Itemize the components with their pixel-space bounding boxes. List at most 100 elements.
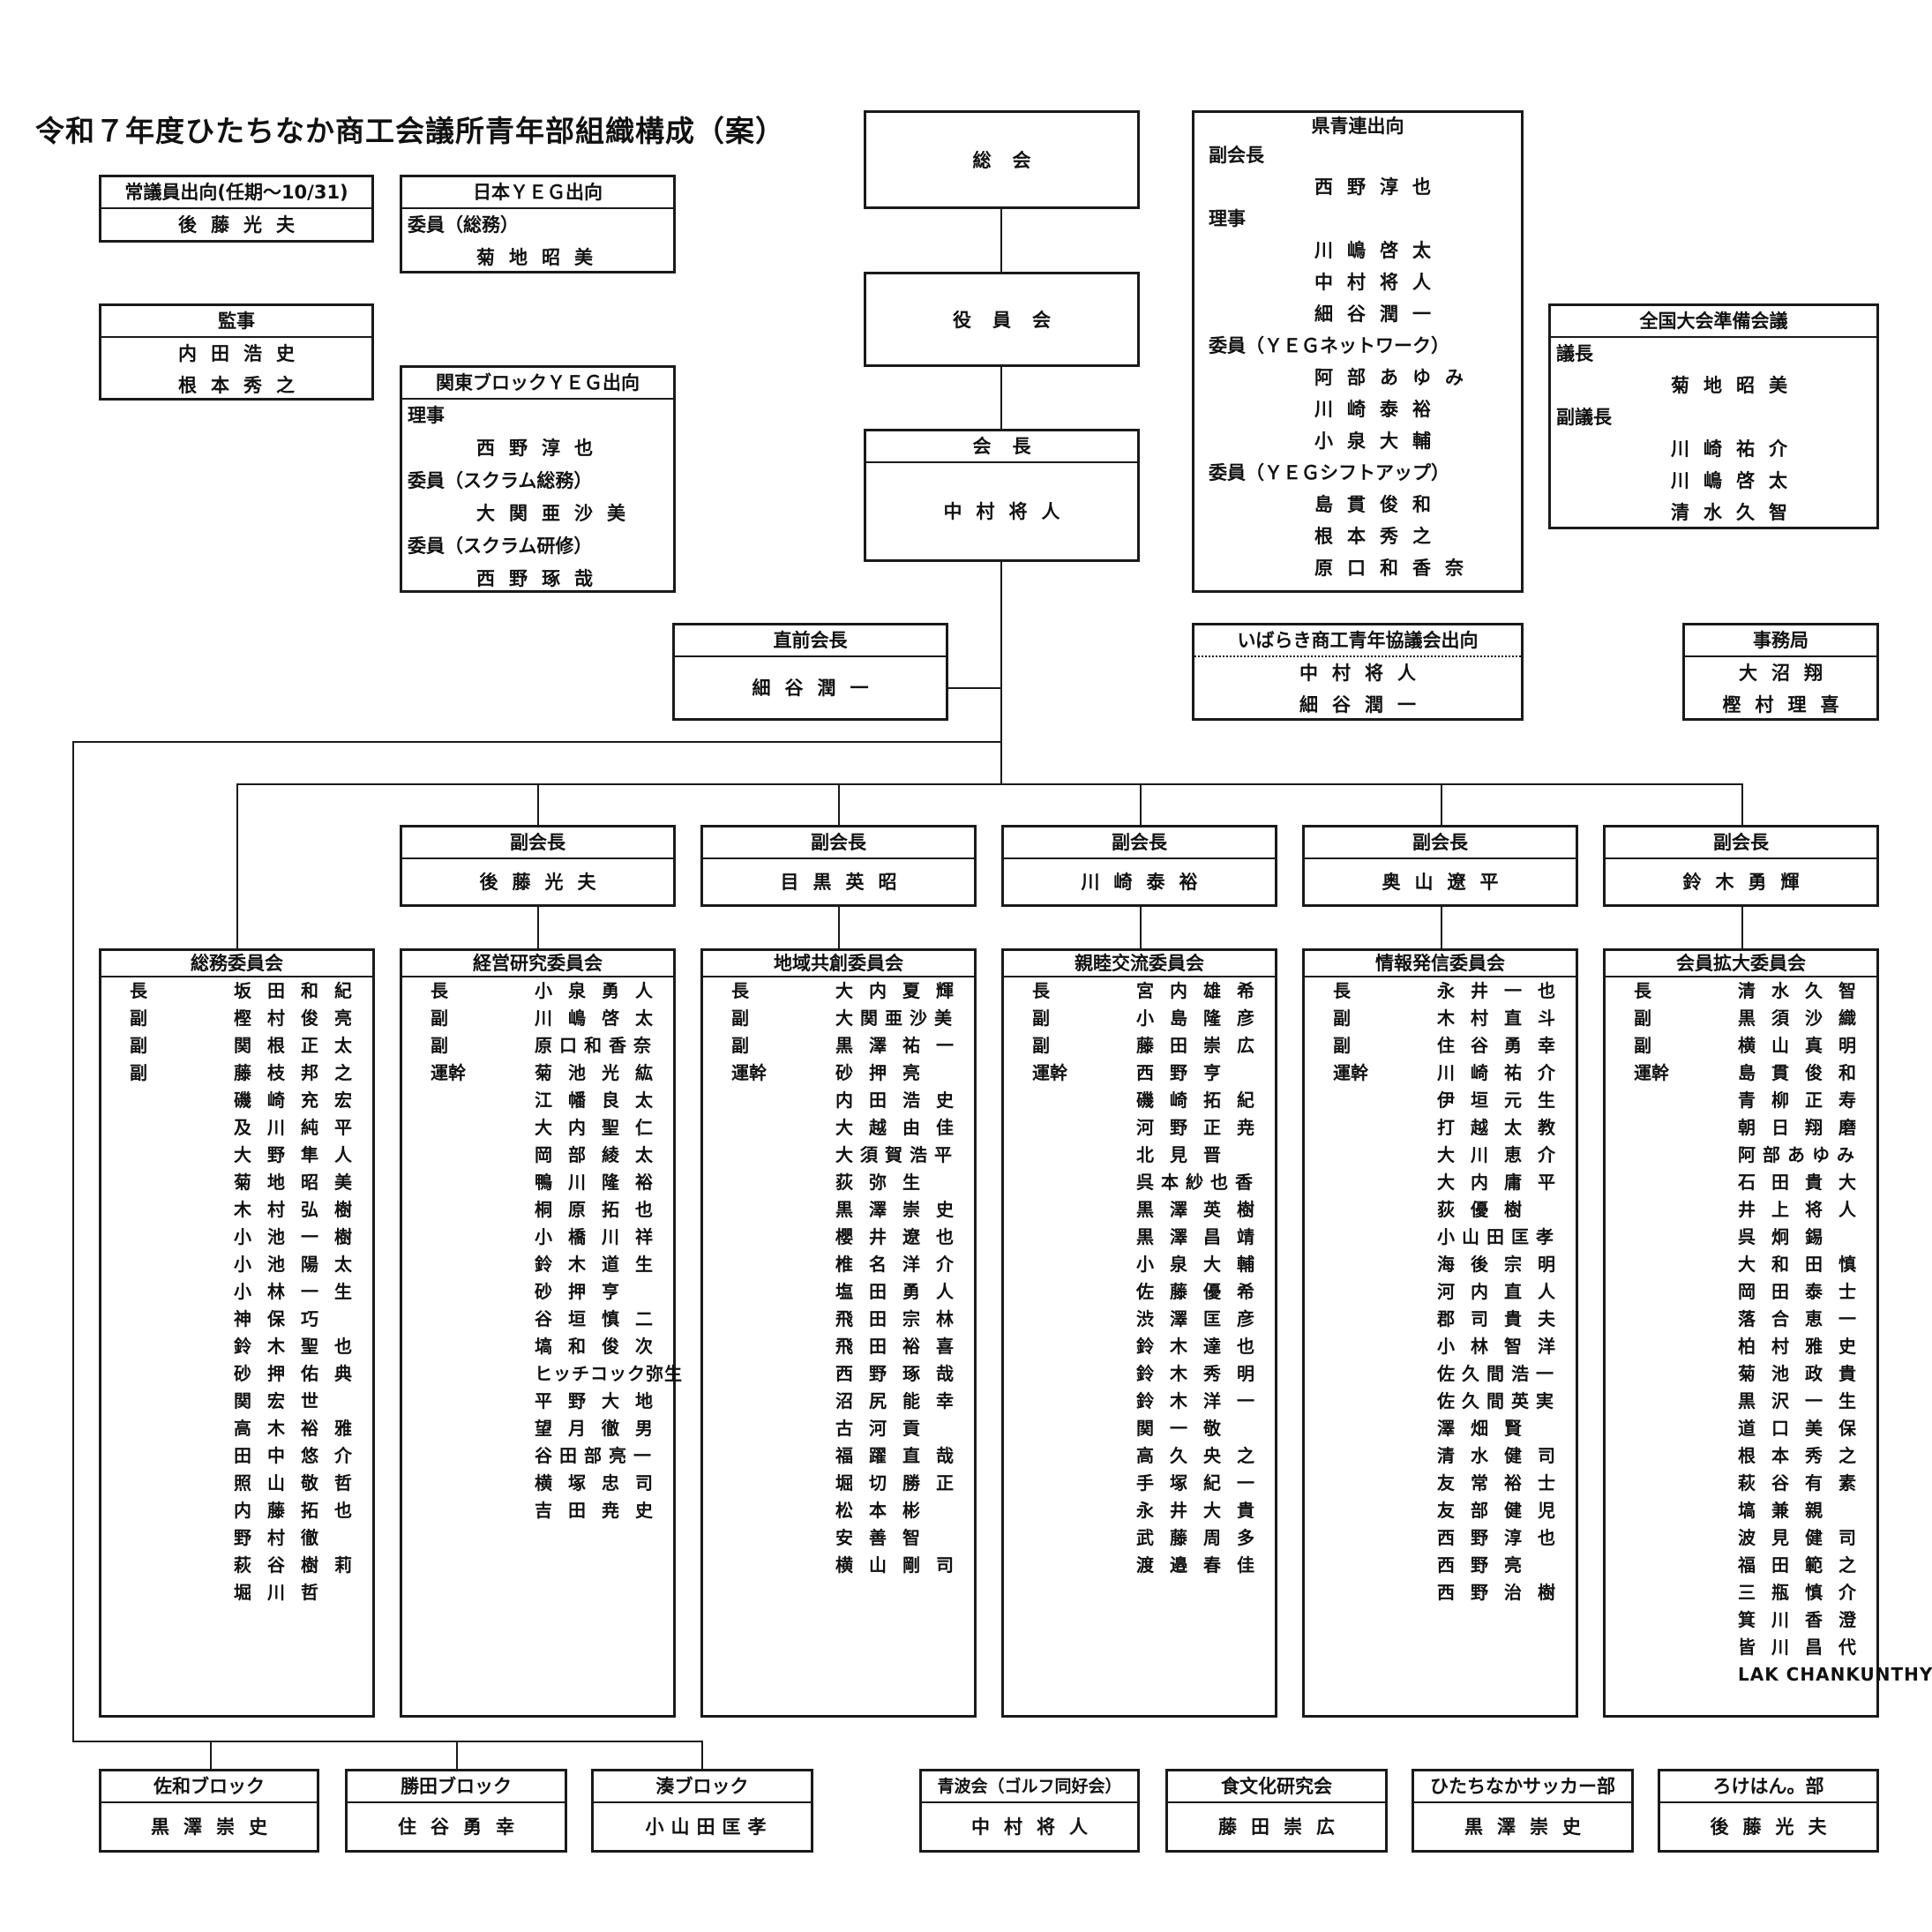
zenkoku-line-name: 菊地昭美 [1671, 375, 1801, 396]
member-name: 宮内雄希 [1136, 980, 1270, 1001]
committee-member-row: 大内聖仁 [402, 1114, 673, 1142]
committee-member-row: 高久央之 [1004, 1442, 1275, 1470]
kanto-line-name: 大関亜沙美 [476, 503, 640, 524]
member-name: 島貫俊和 [1738, 1062, 1872, 1083]
member-role: 副 [130, 1007, 147, 1029]
member-role [101, 1388, 190, 1415]
member-name: 朝日翔磨 [1738, 1117, 1872, 1138]
committee-member-row: 磯崎拓紀 [1004, 1087, 1275, 1114]
member-name: 鈴木洋一 [1136, 1390, 1270, 1412]
committee-member-row: 黒沢一生 [1606, 1388, 1876, 1415]
vice-president-name: 鈴木勇輝 [1682, 872, 1814, 893]
committee-member-list: 長宮内雄希副小島隆彦副藤田崇広運幹西野亨磯崎拓紀河野正尭北見晋呉本紗也香黒澤英樹… [1004, 977, 1275, 1579]
kenseiren-line-role: 委員（ＹＥＧネットワーク） [1209, 335, 1449, 356]
member-role [402, 1360, 490, 1388]
member-role [1606, 1087, 1694, 1114]
member-role: 副 [1032, 1007, 1050, 1029]
kaicho-box: 会長 中村将人 [864, 429, 1140, 562]
member-role [402, 1442, 490, 1470]
yakuinkai-label: 役員会 [953, 310, 1072, 331]
committee-member-row: 荻弥生 [703, 1169, 974, 1196]
kanji-header: 監事 [101, 306, 371, 338]
block-box-minato: 湊ブロック 小山田匡孝 [591, 1769, 813, 1853]
member-name: 小林智洋 [1437, 1336, 1571, 1357]
member-role [703, 1169, 791, 1196]
member-name: 清水健司 [1437, 1445, 1571, 1466]
kenseiren-line-name: 島貫俊和 [1314, 494, 1445, 515]
member-name: 高久央之 [1136, 1445, 1270, 1466]
committee-member-row: 高木裕雅 [101, 1415, 372, 1442]
member-name: 松本彬 [835, 1500, 936, 1521]
committee-member-row: 鈴木道生 [402, 1251, 673, 1278]
committee-box-shinboku: 親睦交流委員会 長宮内雄希副小島隆彦副藤田崇広運幹西野亨磯崎拓紀河野正尭北見晋呉… [1001, 948, 1277, 1718]
committee-member-row: 副川嶋啓太 [402, 1005, 673, 1032]
zenkoku-line-name: 川崎祐介 [1671, 438, 1801, 460]
member-name: 鈴木道生 [535, 1254, 669, 1275]
club-header: ろけはん。部 [1660, 1771, 1876, 1803]
member-role [703, 1552, 791, 1579]
committee-member-row: 大須賀浩平 [703, 1142, 974, 1169]
committee-member-row: 皆川昌代 [1606, 1634, 1876, 1661]
member-name: 神保巧 [234, 1308, 334, 1329]
committee-box-keiei: 経営研究委員会 長小泉勇人副川嶋啓太副原口和香奈運幹菊池光紘江幡良太大内聖仁岡部… [400, 948, 682, 1718]
member-name: 小林一生 [234, 1281, 368, 1302]
committee-title: 地域共創委員会 [703, 951, 974, 977]
committee-member-row: 波見健司 [1606, 1524, 1876, 1552]
committee-member-row: 長清水久智 [1606, 977, 1876, 1005]
committee-box-kakudai: 会員拡大委員会 長清水久智副黒須沙織副横山真明運幹島貫俊和青柳正寿朝日翔磨阿部あ… [1603, 948, 1932, 1718]
member-name: 堀川哲 [234, 1582, 334, 1603]
kaicho-header: 会長 [866, 431, 1137, 463]
club-box-soccer: ひたちなかサッカー部 黒澤崇史 [1412, 1769, 1634, 1853]
committee-member-row: 河野正尭 [1004, 1114, 1275, 1142]
member-role: 長 [1032, 980, 1050, 1001]
committee-member-row: 菊池政貴 [1606, 1360, 1876, 1388]
committee-member-row: 伊垣元生 [1305, 1087, 1576, 1114]
committee-member-row: 三瓶慎介 [1606, 1579, 1876, 1606]
member-role: 長 [431, 980, 448, 1001]
member-role [101, 1196, 190, 1224]
member-role [1606, 1497, 1694, 1524]
member-role [101, 1470, 190, 1497]
kenseiren-lines: 副会長 西野淳也 理事 川嶋啓太 中村将人 細谷潤一 委員（ＹＥＧネットワーク）… [1194, 139, 1521, 584]
committee-member-list: 長坂田和紀副樫村俊亮副関根正太副藤枝邦之磯崎充宏及川純平大野隼人菊地昭美木村弘樹… [101, 977, 372, 1606]
member-name: 櫻井遼也 [835, 1226, 970, 1247]
committee-member-row: 鈴木達也 [1004, 1333, 1275, 1360]
member-name: 荻弥生 [835, 1172, 936, 1193]
connector-vp5 [1741, 783, 1743, 826]
member-name: 椎名洋介 [835, 1254, 970, 1275]
member-role [1305, 1196, 1393, 1224]
committee-member-row: 西野淳也 [1305, 1524, 1576, 1552]
committee-member-row: 大野隼人 [101, 1142, 372, 1169]
committee-member-row: 井上将人 [1606, 1196, 1876, 1224]
member-role [1606, 1552, 1694, 1579]
kanji-name: 内田浩史 [178, 343, 309, 364]
member-role [1004, 1306, 1092, 1333]
member-name: 福躍直哉 [835, 1445, 970, 1466]
member-name: 鴨川隆裕 [535, 1172, 669, 1193]
member-name: 打越太教 [1437, 1117, 1571, 1138]
member-role: 副 [1032, 1035, 1050, 1056]
member-role [1606, 1169, 1694, 1196]
committee-member-row: 萩谷樹莉 [101, 1552, 372, 1579]
member-role [101, 1306, 190, 1333]
member-name: 砂押亮 [835, 1062, 936, 1083]
member-role [101, 1169, 190, 1196]
nihon-yeg-box: 日本ＹＥＧ出向 委員（総務） 菊地昭美 [400, 175, 676, 273]
connector-chokuzen [947, 687, 1001, 689]
committee-member-row: 木村弘樹 [101, 1196, 372, 1224]
committee-member-row: 清水健司 [1305, 1442, 1576, 1470]
member-name: 西野琢哉 [835, 1363, 970, 1384]
member-name: 谷垣慎二 [535, 1308, 669, 1329]
member-name: 渋澤匡彦 [1136, 1308, 1270, 1329]
member-name: 関一敬 [1136, 1418, 1237, 1439]
committee-member-row: 及川純平 [101, 1114, 372, 1142]
committee-member-row: 長坂田和紀 [101, 977, 372, 1005]
member-name: 内藤拓也 [234, 1500, 368, 1521]
committee-box-chiiki: 地域共創委員会 長大内夏輝副大関亜沙美副黒澤祐一運幹砂押亮内田浩史大越由佳大須賀… [700, 948, 977, 1718]
soukai-box: 総会 [864, 110, 1140, 209]
kanto-lines: 理事 西野淳也 委員（スクラム総務） 大関亜沙美 委員（スクラム研修） 西野琢哉 [402, 400, 673, 595]
club-header: 食文化研究会 [1168, 1771, 1385, 1803]
member-role [1606, 1470, 1694, 1497]
member-role: 長 [731, 980, 749, 1001]
kanto-line-role: 理事 [408, 405, 445, 426]
